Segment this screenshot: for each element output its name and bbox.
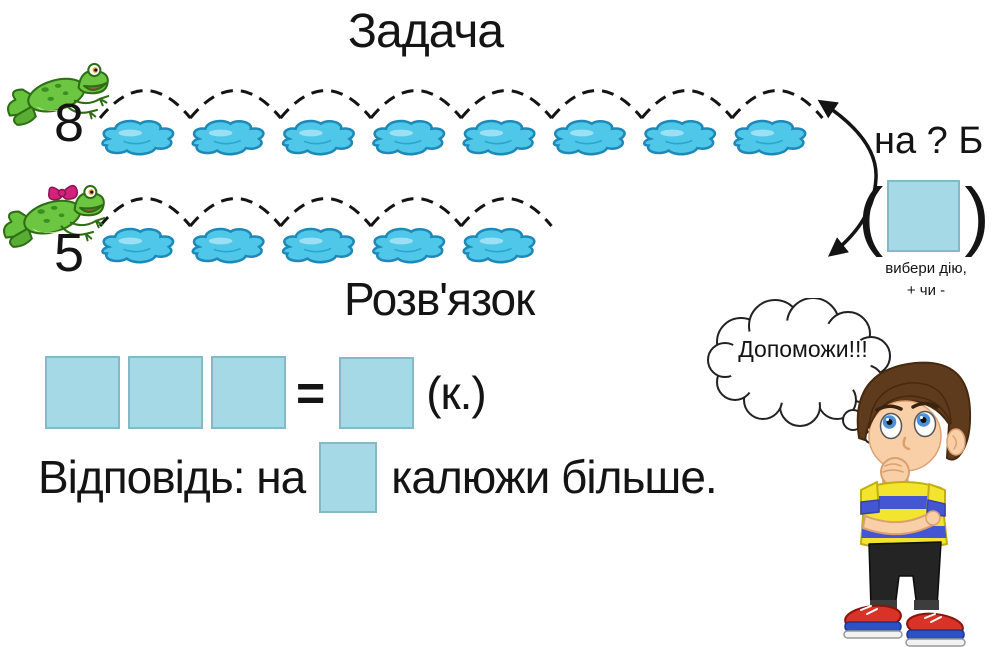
puddle-icon — [642, 119, 717, 156]
equation-slot-2[interactable] — [128, 356, 203, 429]
puddle-icon — [371, 227, 446, 264]
puddle-icon — [462, 227, 536, 264]
thought-bubble-icon — [707, 298, 891, 444]
operation-hint: вибери дію, + чи - — [856, 258, 996, 302]
open-paren: ( — [858, 173, 884, 258]
boy-pants — [868, 541, 942, 609]
puddle-icon — [101, 227, 175, 264]
boy-eyes — [879, 410, 937, 440]
solution-heading: Розв'язок — [344, 273, 535, 325]
answer-row: Відповідь: на калюжи більше. — [38, 440, 718, 514]
equals-sign: = — [296, 364, 326, 421]
puddle-icon — [281, 119, 356, 156]
boy-face — [868, 400, 942, 472]
row1-count: 8 — [54, 93, 85, 153]
difference-question-label: на ? Б — [874, 120, 984, 162]
difference-answer-slot[interactable] — [887, 180, 961, 252]
close-paren: ) — [964, 173, 990, 258]
hint-line2: + чи - — [906, 281, 946, 299]
boy-right-shoe — [905, 612, 966, 647]
answer-prefix: Відповідь: на — [38, 451, 306, 503]
puddle-icon — [733, 119, 807, 156]
puddle-icon — [191, 119, 265, 156]
difference-expression: ( ) — [858, 174, 990, 258]
jump-arc-path — [98, 197, 553, 227]
equation-slot-1[interactable] — [45, 356, 120, 429]
puddle-icon — [191, 227, 265, 264]
curved-double-arrow-icon — [817, 99, 878, 257]
thought-bubble-text: Допоможи!!! — [738, 336, 868, 362]
puddle-icon — [552, 119, 627, 156]
row2-count: 5 — [54, 223, 85, 283]
equation-slot-3[interactable] — [211, 356, 286, 429]
answer-suffix: калюжи більше. — [391, 451, 717, 503]
unit-label: (к.) — [426, 366, 487, 419]
page-title: Задача — [348, 5, 504, 58]
hint-line1: вибери дію, — [885, 260, 967, 277]
jump-arc-path — [98, 89, 824, 119]
puddle-icon — [462, 119, 536, 156]
bow-icon — [47, 184, 79, 201]
answer-slot[interactable] — [319, 441, 378, 513]
equation-result-slot[interactable] — [339, 356, 415, 429]
boy-left-shoe — [843, 604, 903, 639]
equation-row: = (к.) — [45, 356, 487, 429]
thinking-boy-icon — [843, 361, 972, 647]
puddle-icon — [371, 119, 446, 156]
puddle-icon — [281, 227, 356, 264]
